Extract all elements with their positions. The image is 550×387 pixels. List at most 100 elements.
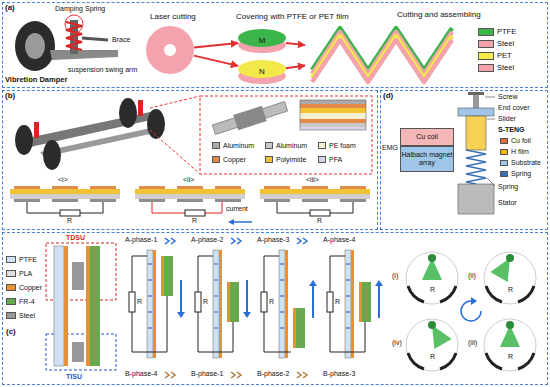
suspension-illustration: [25, 33, 45, 59]
unit-label: TDSU: [66, 234, 85, 242]
chassis-illustration: [34, 122, 39, 138]
chassis-illustration: [211, 99, 288, 138]
teng-mode-diagram: [260, 186, 370, 216]
legend-text: PET: [497, 52, 512, 60]
film-disc: N: [238, 58, 286, 85]
damper-schematic: [485, 97, 495, 98]
suspension-illustration: [15, 15, 118, 71]
chassis-illustration: [300, 108, 366, 113]
phase-diagram: [345, 250, 351, 358]
group-label: EMG: [382, 144, 398, 152]
panel-letter: (b): [5, 92, 15, 101]
suspension-illustration: [65, 15, 83, 33]
phase-diagram: [153, 250, 156, 358]
legend-swatch: [6, 270, 16, 277]
teng-mode-diagram: [264, 186, 290, 189]
phase-diagram: [180, 280, 182, 312]
chassis-illustration: [15, 96, 372, 174]
part-label: suspension swing arm: [68, 66, 137, 74]
teng-mode-diagram: [135, 189, 245, 194]
legend-swatch: [212, 142, 220, 149]
chassis-illustration: [300, 113, 366, 119]
stage-label: <iii>: [306, 176, 319, 184]
group-label: S-TENG: [498, 126, 524, 134]
phase-diagram: [165, 372, 169, 378]
legend-swatch: [478, 52, 494, 60]
phase-diagram: [330, 256, 345, 292]
chassis-illustration: [300, 104, 366, 108]
rotary-diagram: [484, 252, 536, 304]
teng-mode-diagram: [215, 186, 241, 189]
phase-diagram: [213, 250, 219, 358]
legend-entry: Copper: [212, 156, 246, 164]
rotary-diagram: [506, 321, 514, 329]
legend-entry: Polyimide: [265, 156, 306, 164]
phase-diagram: [237, 372, 241, 378]
legend-entry: PFA: [318, 156, 342, 164]
assembled-stack: [312, 40, 452, 82]
current-label: current: [226, 205, 248, 213]
phase-diagram: [303, 372, 307, 378]
phase-label: A-phase-3: [257, 236, 289, 244]
teng-mode-diagram: [14, 186, 40, 189]
rotary-diagram: [406, 319, 458, 371]
resistor-label: R: [317, 217, 322, 225]
legend-entry: Substrate: [500, 159, 541, 167]
phase-diagram: [237, 238, 241, 244]
figure-caption: Vibretion Damper: [5, 76, 67, 84]
phase-diagram: [171, 372, 175, 378]
chassis-illustration: [147, 109, 165, 139]
damper-schematic: [458, 108, 494, 116]
legend-text: FR-4: [19, 298, 35, 306]
state-label: (i): [392, 272, 398, 280]
tdsu-tisu-device: [86, 246, 90, 366]
teng-mode-diagram: [52, 186, 78, 189]
assembled-stack: [312, 28, 452, 82]
rotary-diagram: [484, 319, 536, 371]
resistor-label: R: [67, 217, 72, 225]
tdsu-tisu-device: [64, 246, 68, 366]
rotary-diagram: [423, 320, 451, 349]
panel-letter: (d): [383, 92, 393, 101]
legend-text: Copper: [223, 156, 246, 164]
laser-disc: [164, 44, 176, 56]
rotary-diagram: [486, 286, 534, 302]
phase-diagram: [375, 280, 383, 286]
state-label: (iii): [468, 339, 477, 347]
resistor-label: R: [335, 298, 340, 306]
chassis-illustration: [212, 102, 287, 135]
teng-mode-diagram: [135, 186, 252, 225]
legend-text: PFA: [329, 156, 342, 164]
part-label: Brace: [112, 36, 130, 44]
resistor-label: R: [430, 353, 435, 361]
teng-mode-diagram: [310, 210, 330, 216]
phase-diagram: [214, 264, 218, 328]
legend-text: Copper: [19, 284, 42, 292]
teng-mode-diagram: [90, 186, 116, 189]
phase-diagram: [198, 256, 213, 292]
phase-diagram: [297, 238, 301, 244]
chassis-illustration: [43, 140, 61, 170]
process-arrow: [194, 56, 238, 66]
teng-mode-diagram: [90, 199, 116, 202]
legend-swatch: [318, 156, 326, 163]
suspension-illustration: [50, 50, 118, 60]
legend-text: PTFE: [497, 28, 516, 36]
teng-mode-diagram: [215, 199, 241, 202]
film-disc: Covering with PTFE or PET filmM: [238, 27, 286, 54]
rotary-diagram: [484, 319, 536, 371]
phase-diagram: [231, 372, 235, 378]
legend-entry: FR-4: [6, 298, 35, 306]
phase-label: A-phase-4: [323, 236, 355, 244]
teng-mode-diagram: [232, 221, 252, 223]
phase-diagram: [362, 282, 371, 322]
legend-text: Cu foil: [511, 137, 531, 145]
covered-disc: [238, 29, 286, 47]
damper-schematic: [468, 92, 484, 95]
legend-text: Polyimide: [276, 156, 306, 164]
legend-entry: Aluminum: [265, 142, 307, 150]
chassis-illustration: [300, 119, 366, 123]
phase-label: A-phase-2: [191, 236, 223, 244]
part-label: End cover: [498, 104, 530, 112]
resistor-label: R: [508, 353, 513, 361]
